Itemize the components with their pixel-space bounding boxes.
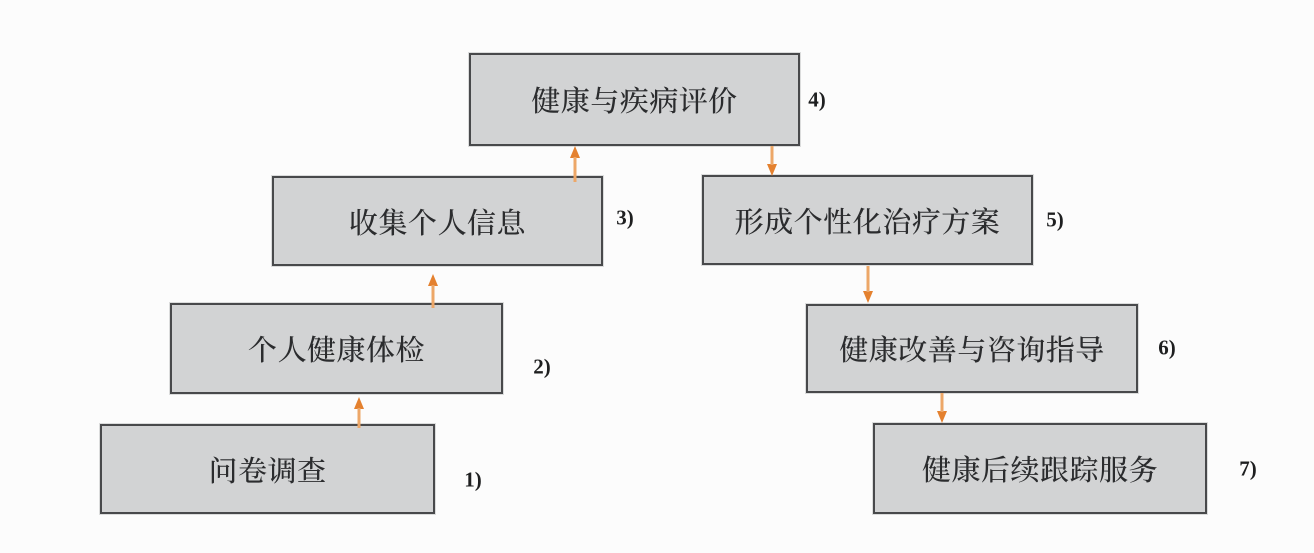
flow-box-health-disease-evaluation: 健康与疾病评价: [469, 53, 800, 146]
arrowhead-icon: [428, 274, 438, 286]
arrow-down-icon-step5-to-step6: [862, 266, 874, 303]
step-label-3: 3): [616, 205, 634, 230]
arrowhead-icon: [937, 411, 947, 423]
flow-box-personalized-treatment-plan-text: 形成个性化治疗方案: [734, 199, 1001, 241]
arrow-line: [431, 285, 435, 308]
arrow-line: [573, 157, 577, 182]
arrowhead-icon: [570, 146, 580, 158]
flow-box-collect-personal-info: 收集个人信息: [272, 176, 603, 266]
flow-box-personal-health-exam-text: 个人健康体检: [247, 328, 425, 369]
step-label-7: 7): [1239, 456, 1257, 481]
step-label-1: 1): [464, 467, 482, 492]
step-label-5: 5): [1046, 207, 1064, 232]
arrowhead-icon: [354, 397, 364, 409]
arrow-line: [770, 146, 774, 165]
arrow-up-icon-step1-to-step2: [353, 397, 365, 428]
arrow-up-icon-step3-to-step4: [569, 146, 581, 182]
flow-box-collect-personal-info-text: 收集个人信息: [348, 200, 526, 242]
flow-box-health-improvement-consulting-text: 健康改善与咨询指导: [839, 328, 1105, 369]
arrowhead-icon: [767, 164, 777, 176]
flow-box-questionnaire-text: 问卷调查: [208, 448, 327, 490]
flow-box-health-disease-evaluation-text: 健康与疾病评价: [531, 79, 738, 120]
step-label-2: 2): [533, 354, 551, 379]
arrow-down-icon-step6-to-step7: [936, 393, 948, 423]
flow-box-personal-health-exam: 个人健康体检: [170, 303, 503, 394]
arrow-line: [866, 266, 870, 292]
flow-box-follow-up-tracking-service: 健康后续跟踪服务: [873, 423, 1207, 514]
flow-box-follow-up-tracking-service-text: 健康后续跟踪服务: [921, 448, 1158, 489]
arrowhead-icon: [863, 291, 873, 303]
step-label-4: 4): [808, 87, 826, 112]
arrow-up-icon-step2-to-step3: [427, 274, 439, 308]
step-label-6: 6): [1158, 335, 1176, 360]
flow-box-personalized-treatment-plan: 形成个性化治疗方案: [702, 175, 1033, 265]
arrow-line: [357, 408, 361, 428]
arrow-down-icon-step4-to-step5: [766, 146, 778, 176]
arrow-line: [940, 393, 944, 412]
flow-box-health-improvement-consulting: 健康改善与咨询指导: [806, 304, 1138, 393]
flow-box-questionnaire: 问卷调查: [100, 424, 435, 514]
